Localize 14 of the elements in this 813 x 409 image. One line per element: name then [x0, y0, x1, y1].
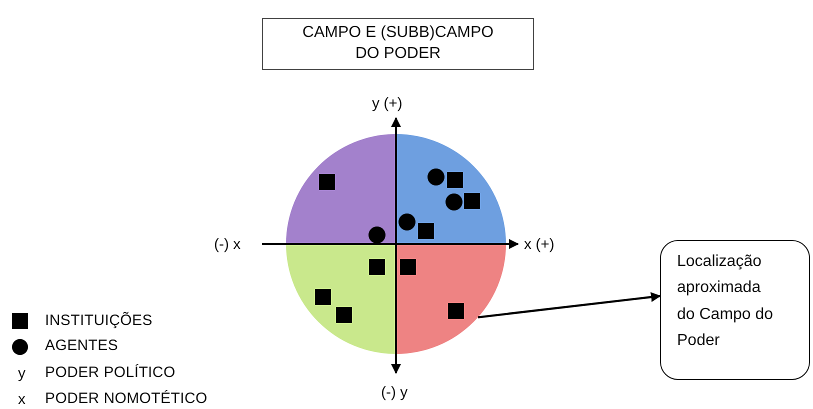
- legend-label: AGENTES: [45, 337, 118, 354]
- callout-box: Localização aproximada do Campo do Poder: [660, 240, 810, 380]
- axis-label: (-) x: [214, 236, 241, 253]
- axis-label: x (+): [524, 236, 554, 253]
- legend-label: PODER NOMOTÉTICO: [45, 390, 208, 407]
- legend-symbol: y: [18, 365, 26, 382]
- legend-label: INSTITUIÇÕES: [45, 312, 152, 329]
- axis-label: (-) y: [381, 384, 408, 401]
- quadrant-disk: [286, 134, 506, 354]
- axis-label: y (+): [372, 95, 402, 112]
- title-box: CAMPO E (SUBB)CAMPO DO PODER: [262, 18, 534, 70]
- arrow: [478, 292, 661, 318]
- legend-label: PODER POLÍTICO: [45, 364, 176, 381]
- legend-symbol: x: [18, 391, 26, 408]
